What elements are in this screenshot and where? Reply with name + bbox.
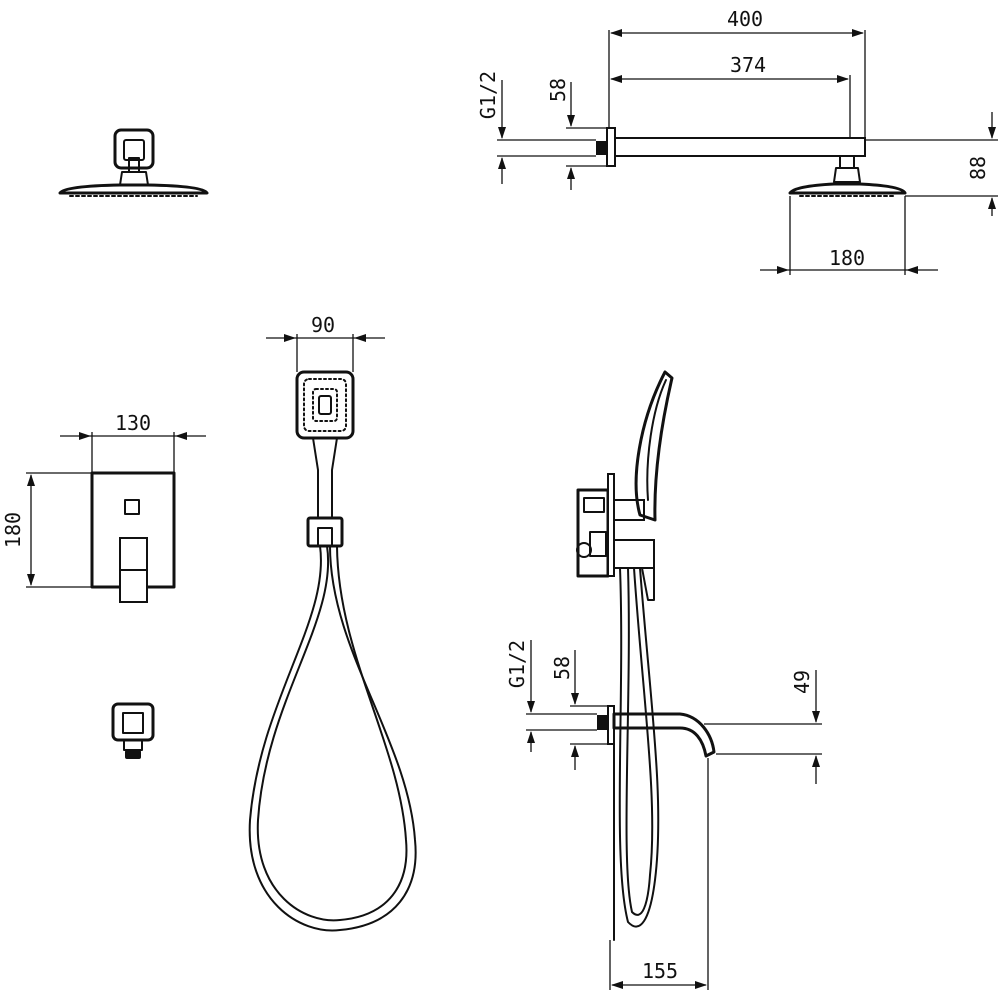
- mixer-side-view: [576, 370, 674, 928]
- dim-155: 155: [609, 758, 709, 990]
- dim-label-374: 374: [730, 53, 766, 77]
- dim-label-155: 155: [642, 959, 678, 983]
- dim-label-180-plate: 180: [1, 512, 25, 548]
- dim-49: 49: [704, 670, 822, 784]
- dim-label-90: 90: [311, 313, 335, 337]
- spout-front-view: [111, 702, 155, 759]
- dim-180-head: 180: [760, 196, 938, 275]
- dim-130: 130: [60, 411, 206, 473]
- spout-side-view: [597, 705, 716, 941]
- dim-label-g12-top: G1/2: [476, 71, 500, 119]
- dim-g12-top: G1/2: [476, 71, 596, 184]
- dim-90: 90: [266, 313, 385, 372]
- dim-label-58-top: 58: [546, 78, 570, 102]
- shower-head-front-view: [58, 128, 209, 197]
- dim-label-130: 130: [115, 411, 151, 435]
- dim-400: 400: [608, 7, 866, 138]
- mixer-cover-plate: [90, 471, 176, 603]
- dim-label-400: 400: [727, 7, 763, 31]
- hand-shower: [248, 370, 417, 932]
- dim-g12-bottom: G1/2: [505, 640, 597, 752]
- dim-180-plate: 180: [1, 472, 92, 588]
- dim-374: 374: [610, 53, 851, 138]
- dim-label-58-bottom: 58: [550, 656, 574, 680]
- dim-58-top: 58: [546, 78, 607, 190]
- dim-label-49: 49: [790, 670, 814, 694]
- dim-label-g12-bottom: G1/2: [505, 640, 529, 688]
- dim-88: 88: [865, 112, 998, 216]
- shower-arm-side-view: [596, 127, 907, 197]
- dim-label-180-head: 180: [829, 246, 865, 270]
- dim-58-bottom: 58: [550, 650, 608, 770]
- dim-label-88: 88: [966, 156, 990, 180]
